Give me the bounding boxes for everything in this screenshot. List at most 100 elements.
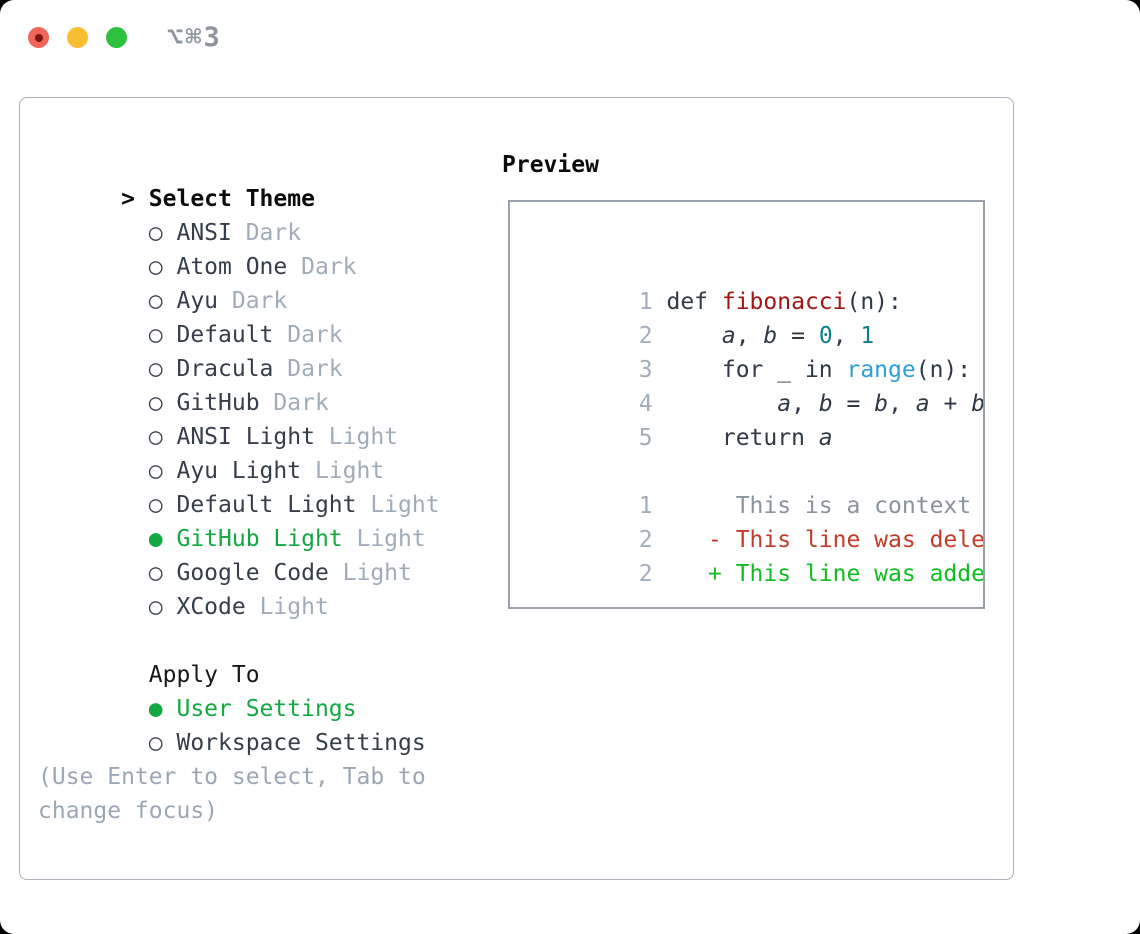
code-token: = [777,323,819,349]
radio-icon: ○ [148,254,163,280]
theme-option[interactable]: ○ XCode Light [38,556,488,620]
radio-icon: ● [148,526,163,552]
line-content: a, b = b, a + b [666,391,985,417]
code-token: + [929,391,972,417]
theme-variant: Dark [287,322,343,348]
theme-name: ANSI Light [176,424,315,450]
line-content: a, b = 0, 1 [666,323,874,349]
apply-to-option[interactable]: ○ Workspace Settings [38,692,488,756]
code-line: 1 This is a context line. [528,455,975,519]
radio-icon: ○ [148,458,163,484]
code-token [666,323,721,349]
code-token: This is a context line. [735,493,972,519]
apply-to-header: Apply To [38,624,488,688]
theme-variant: Light [259,594,329,620]
preview-header: Preview [502,152,599,178]
code-token: 0 [818,323,833,349]
theme-name: XCode [176,594,246,620]
hint-line-2: change focus) [38,798,219,824]
theme-option[interactable]: ○ Default Light Light [38,454,488,518]
prompt-icon: > [121,186,135,212]
line-content: This is a context line. [666,493,983,519]
theme-option[interactable]: ○ Atom One Dark [38,216,488,280]
code-line: 3 for _ in range(n): [528,319,975,383]
theme-name: Default [176,322,274,348]
code-token [666,391,777,417]
theme-variant: Light [328,424,399,450]
theme-name: Ayu [176,288,219,314]
theme-variant: Light [370,492,440,518]
close-button-icon[interactable] [28,27,49,48]
theme-option[interactable]: ○ Ayu Dark [38,250,488,314]
title-bar: ⌥⌘3 [0,0,1140,76]
code-token: a [777,391,792,417]
line-number: 1 [638,493,653,519]
radio-icon: ○ [148,322,163,348]
code-token: return [666,425,819,451]
line-number: 4 [638,391,653,417]
apply-option-name: Workspace Settings [176,730,426,756]
code-token: + This line was added. [666,561,985,587]
select-theme-header: >Select Theme [38,148,488,212]
radio-icon: ● [148,696,163,722]
line-number: 3 [638,357,653,383]
code-token: b [874,391,889,417]
theme-variant: Dark [231,288,288,314]
hint-line-1: (Use Enter to select, Tab to [38,764,426,790]
code-token: , [832,323,861,349]
theme-name: Atom One [176,254,288,280]
minimize-button-icon[interactable] [67,27,88,48]
line-number: 2 [638,527,653,553]
theme-variant: Light [356,526,426,552]
theme-option[interactable]: ○ Default Dark [38,284,488,348]
code-token: a [721,323,736,349]
code-token: a [818,425,833,451]
theme-name: Google Code [176,560,329,586]
preview-code-box: 1 def fibonacci(n): 2 a, b = 0, 1 3 for _… [508,200,985,609]
window-title: ⌥⌘3 [167,22,222,53]
theme-variant: Light [342,560,412,586]
radio-icon: ○ [148,356,163,382]
code-line: 2 + This line was added. [528,523,983,587]
line-content: for _ in range(n): [666,357,971,383]
line-number: 1 [638,289,653,315]
theme-name: Default Light [176,492,357,518]
code-token: , [791,391,819,417]
apply-to-option[interactable]: ● User Settings [38,658,488,722]
radio-icon: ○ [148,594,163,620]
apply-to-option-list: ● User Settings ○ Workspace Settings [38,658,488,756]
code-token: fibonacci [721,289,847,315]
code-token: for _ in [666,357,847,383]
keyboard-hint: (Use Enter to select, Tab to change focu… [38,760,498,828]
radio-icon: ○ [148,730,163,756]
maximize-button-icon[interactable] [106,27,127,48]
code-token: = [832,391,875,417]
line-content: + This line was added. [666,561,985,587]
apply-option-name: User Settings [176,696,357,722]
code-token: b [763,323,778,349]
code-token: b [971,391,985,417]
theme-option[interactable]: ● GitHub Light Light [38,488,488,552]
line-number: 2 [638,323,653,349]
theme-variant: Dark [273,390,329,416]
code-line: 1 def fibonacci(n): [528,251,975,315]
theme-name: GitHub Light [176,526,343,552]
code-token: def [666,289,722,315]
theme-variant: Dark [245,220,302,246]
apply-to-label: Apply To [148,662,260,688]
radio-icon: ○ [148,492,163,518]
radio-icon: ○ [148,220,163,246]
code-token: b [818,391,833,417]
theme-variant: Light [314,458,385,484]
close-dot-icon [34,33,43,42]
line-content: def fibonacci(n): [666,289,901,315]
